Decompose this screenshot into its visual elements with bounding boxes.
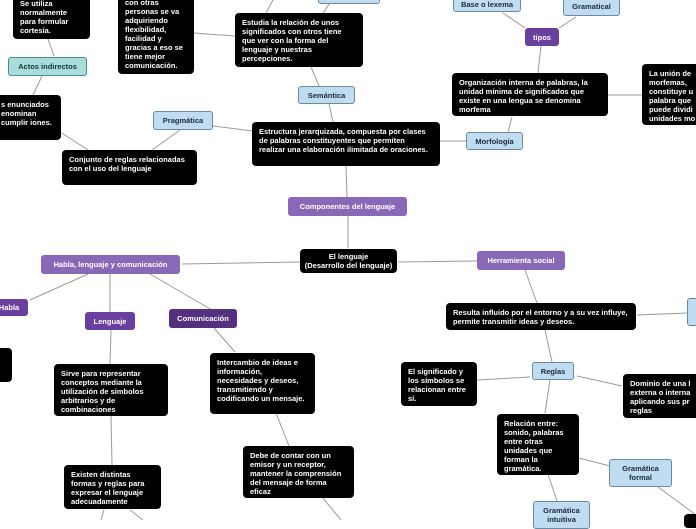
note-personas[interactable]: con otras personas se va adquiriendo fle… xyxy=(118,0,194,74)
label-semantica[interactable]: Semántica xyxy=(298,86,355,104)
note-enunciados[interactable]: s enunciados enominan cumplir iones. xyxy=(0,95,61,140)
note-relacion[interactable]: Relación entre: sonido, palabras entre o… xyxy=(497,414,579,475)
note-intercambio[interactable]: Intercambio de ideas e información, nece… xyxy=(210,353,315,414)
note-significado-text: El significado y los símbolos se relacio… xyxy=(408,367,466,403)
note-estructura[interactable]: Estructura jerarquizada, compuesta por c… xyxy=(252,122,440,166)
topic-tipos[interactable]: tipos xyxy=(525,28,559,46)
label-base-lexema-text: Base o lexema xyxy=(460,0,514,9)
topic-comunicacion-label: Comunicación xyxy=(177,314,229,323)
label-pragmatica[interactable]: Pragmática xyxy=(153,111,213,130)
topic-habla[interactable]: Habla xyxy=(0,299,28,316)
topic-tipos-label: tipos xyxy=(533,32,551,42)
label-morfologia[interactable]: Morfología xyxy=(466,132,523,150)
note-se-utiliza[interactable]: Se utiliza normalmente para formular cor… xyxy=(13,0,90,39)
note-dominio-text: Dominio de una l externa o interna aplic… xyxy=(630,379,691,415)
topic-habla-lenguaje-comunicacion[interactable]: Habla, lenguaje y comunicación xyxy=(41,255,180,274)
note-enunciados-text: s enunciados enominan cumplir iones. xyxy=(1,100,52,127)
note-partial-bottom-right[interactable] xyxy=(684,514,696,528)
note-union-morfemas[interactable]: La unión de morfemas, constituye u palab… xyxy=(642,64,696,125)
note-estudia-text: Estudia la relación de unos significados… xyxy=(242,18,342,63)
label-gramatica-intuitiva[interactable]: Gramática intuitiva xyxy=(533,501,590,529)
note-dominio[interactable]: Dominio de una l externa o interna aplic… xyxy=(623,374,696,418)
label-morfologia-text: Morfología xyxy=(475,136,514,146)
topic-herramienta-label: Herramienta social xyxy=(487,256,555,265)
label-partial-top[interactable] xyxy=(318,0,380,4)
topic-lenguaje[interactable]: Lenguaje xyxy=(85,312,135,330)
central-title: El lenguaje xyxy=(328,252,369,261)
note-intercambio-text: Intercambio de ideas e información, nece… xyxy=(217,358,305,403)
topic-herramienta-social[interactable]: Herramienta social xyxy=(477,251,565,270)
note-estudia[interactable]: Estudia la relación de unos significados… xyxy=(235,13,363,67)
label-gramatical-text: Gramatical xyxy=(572,2,611,11)
label-reglas[interactable]: Reglas xyxy=(532,362,574,380)
label-gramatica-intuitiva-text: Gramática intuitiva xyxy=(543,506,580,524)
topic-habla-label: Habla xyxy=(0,303,20,312)
topic-comunicacion[interactable]: Comunicación xyxy=(169,309,237,328)
label-actos-indirectos-text: Actos indirectos xyxy=(18,62,77,71)
label-base-lexema[interactable]: Base o lexema xyxy=(453,0,521,12)
label-pragmatica-text: Pragmática xyxy=(162,116,204,125)
note-resulta-influido-text: Resulta influido por el entorno y a su v… xyxy=(453,308,628,326)
note-organizacion-text: Organización interna de palabras, la uni… xyxy=(459,78,588,114)
note-union-morfemas-text: La unión de morfemas, constituye u palab… xyxy=(649,69,696,123)
note-significado[interactable]: El significado y los símbolos se relacio… xyxy=(401,362,477,406)
note-conjunto-reglas-text: Conjunto de reglas relacionadas con el u… xyxy=(69,155,185,173)
note-relacion-text: Relación entre: sonido, palabras entre o… xyxy=(504,419,564,473)
note-organizacion[interactable]: Organización interna de palabras, la uni… xyxy=(452,73,608,116)
note-sirve-representar[interactable]: Sirve para representar conceptos mediant… xyxy=(54,364,168,416)
label-actos-indirectos[interactable]: Actos indirectos xyxy=(8,57,87,76)
note-resulta-influido[interactable]: Resulta influido por el entorno y a su v… xyxy=(446,303,636,330)
note-debe-contar-text: Debe de contar con un emisor y un recept… xyxy=(250,451,342,496)
note-debe-contar[interactable]: Debe de contar con un emisor y un recept… xyxy=(243,446,354,498)
note-sirve-representar-text: Sirve para representar conceptos mediant… xyxy=(61,369,144,414)
topic-lenguaje-label: Lenguaje xyxy=(93,316,127,326)
label-reglas-text: Reglas xyxy=(540,366,566,376)
note-existen[interactable]: Existen distintas formas y reglas para e… xyxy=(64,465,161,509)
label-partial-right[interactable] xyxy=(687,298,696,326)
note-personas-text: con otras personas se va adquiriendo fle… xyxy=(125,0,183,70)
note-partial-left[interactable] xyxy=(0,348,12,382)
label-gramatica-formal-text: Gramática formal xyxy=(622,464,659,482)
note-estructura-text: Estructura jerarquizada, compuesta por c… xyxy=(259,127,428,154)
note-existen-text: Existen distintas formas y reglas para e… xyxy=(71,470,145,506)
label-semantica-text: Semántica xyxy=(307,90,346,100)
central-topic[interactable]: El lenguaje (Desarrollo del lenguaje) xyxy=(300,249,397,273)
central-subtitle: (Desarrollo del lenguaje) xyxy=(304,261,393,270)
note-se-utiliza-text: Se utiliza normalmente para formular cor… xyxy=(20,0,69,35)
note-conjunto-reglas[interactable]: Conjunto de reglas relacionadas con el u… xyxy=(62,150,197,185)
topic-habla-lenguaje-label: Habla, lenguaje y comunicación xyxy=(53,260,168,269)
topic-componentes[interactable]: Componentes del lenguaje xyxy=(288,197,407,216)
topic-componentes-label: Componentes del lenguaje xyxy=(299,202,396,211)
label-gramatica-formal[interactable]: Gramática formal xyxy=(609,459,672,487)
label-gramatical[interactable]: Gramatical xyxy=(563,0,620,16)
